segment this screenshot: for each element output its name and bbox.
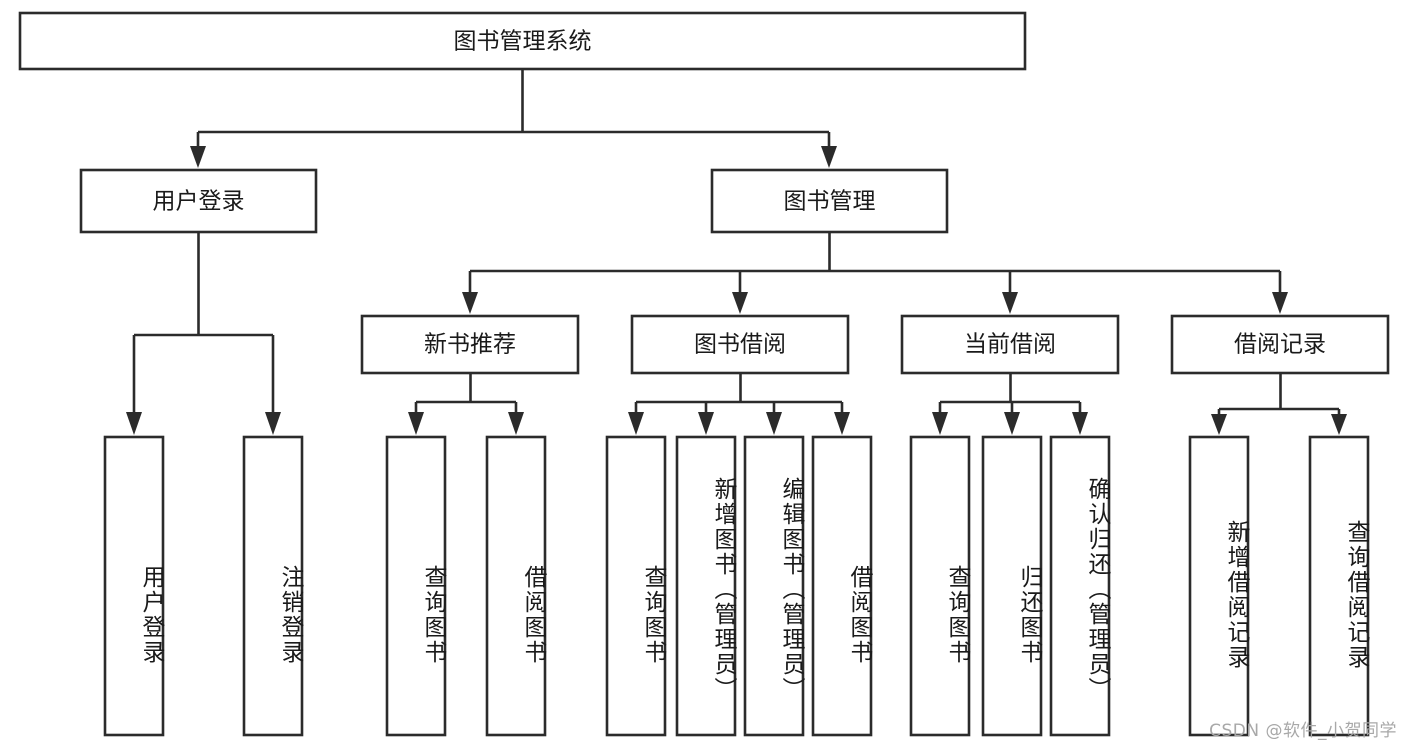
node-label-user-login: 用户登录 bbox=[153, 189, 245, 215]
arrowhead-cu-2 bbox=[1004, 412, 1020, 435]
arrowhead-leaf-user-login bbox=[126, 412, 142, 435]
leaf-box-query-book-br[interactable] bbox=[605, 435, 667, 737]
leaf-box-edit-book-admin[interactable] bbox=[743, 435, 805, 737]
connector-group-userlogin-to-leaves bbox=[126, 232, 281, 435]
leaf-box-query-book-cu[interactable] bbox=[909, 435, 971, 737]
connector-group-current-to-leaves bbox=[932, 373, 1088, 435]
node-label-book-borrow: 图书借阅 bbox=[694, 332, 786, 358]
arrowhead-br-4 bbox=[834, 412, 850, 435]
connector-group-borrow-to-leaves bbox=[628, 373, 850, 435]
arrowhead-br-1 bbox=[628, 412, 644, 435]
connector-group-record-to-leaves bbox=[1211, 373, 1347, 435]
arrowhead-br-2 bbox=[698, 412, 714, 435]
leaf-box-borrow-book-nb[interactable] bbox=[485, 435, 547, 737]
node-label-borrow-record: 借阅记录 bbox=[1234, 332, 1326, 358]
arrowhead-user-login bbox=[190, 146, 206, 168]
arrowhead-leaf-logout bbox=[265, 412, 281, 435]
arrowhead-book-mgmt bbox=[821, 146, 837, 168]
leaf-box-query-book-nb[interactable] bbox=[385, 435, 447, 737]
leaf-box-add-book-admin[interactable] bbox=[675, 435, 737, 737]
arrowhead-current bbox=[1002, 292, 1018, 314]
arrowhead-cu-3 bbox=[1072, 412, 1088, 435]
node-label-current-borrow: 当前借阅 bbox=[964, 332, 1056, 358]
arrowhead-nb-2 bbox=[508, 412, 524, 435]
node-box-new-book-recommend[interactable] bbox=[360, 314, 580, 375]
node-label-book-management: 图书管理 bbox=[784, 189, 876, 215]
node-box-book-borrow[interactable] bbox=[630, 314, 850, 375]
csdn-watermark: CSDN @软件_小贺同学 bbox=[1209, 721, 1397, 741]
arrowhead-record bbox=[1272, 292, 1288, 314]
arrowhead-rc-2 bbox=[1331, 414, 1347, 435]
node-box-borrow-record[interactable] bbox=[1170, 314, 1390, 375]
node-box-user-login[interactable] bbox=[79, 168, 318, 234]
node-box-book-management[interactable] bbox=[710, 168, 949, 234]
arrowhead-borrow bbox=[732, 292, 748, 314]
leaf-box-query-borrow-record[interactable] bbox=[1308, 435, 1370, 737]
connector-group-newbook-to-leaves bbox=[408, 373, 524, 435]
arrowhead-nb-1 bbox=[408, 412, 424, 435]
node-label-root: 图书管理系统 bbox=[454, 29, 592, 55]
node-label-new-book-recommend: 新书推荐 bbox=[424, 332, 516, 358]
node-box-root[interactable] bbox=[18, 11, 1027, 71]
arrowhead-br-3 bbox=[766, 412, 782, 435]
arrowhead-rc-1 bbox=[1211, 414, 1227, 435]
leaf-box-return-book[interactable] bbox=[981, 435, 1043, 737]
node-box-current-borrow[interactable] bbox=[900, 314, 1120, 375]
leaf-box-borrow-book-br[interactable] bbox=[811, 435, 873, 737]
leaf-box-confirm-return-admin[interactable] bbox=[1049, 435, 1111, 737]
arrowhead-new-book bbox=[462, 292, 478, 314]
arrowhead-cu-1 bbox=[932, 412, 948, 435]
connector-group-bookmgmt-to-level3 bbox=[462, 232, 1288, 314]
connector-group-root-to-level2 bbox=[190, 69, 837, 168]
leaf-box-add-borrow-record[interactable] bbox=[1188, 435, 1250, 737]
leaf-box-logout[interactable] bbox=[242, 435, 304, 737]
leaf-box-user-login[interactable] bbox=[103, 435, 165, 737]
